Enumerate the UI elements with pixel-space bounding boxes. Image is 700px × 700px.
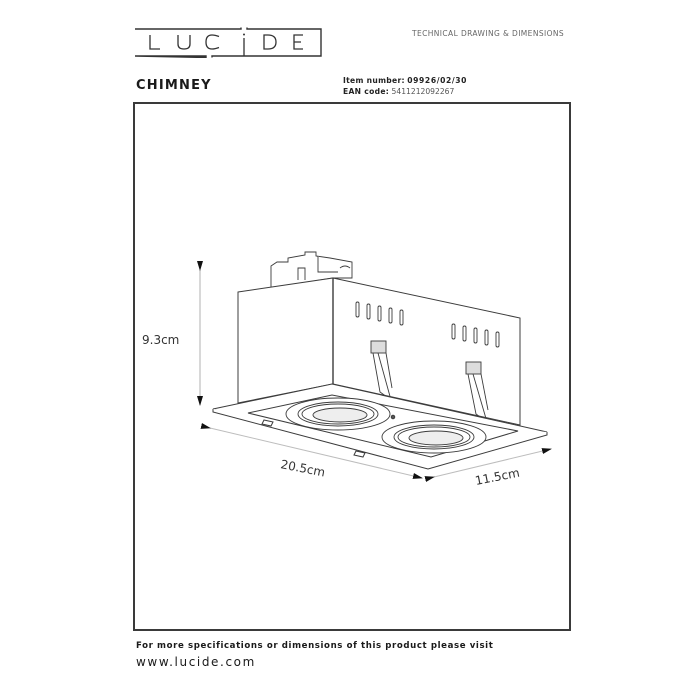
driver-block-icon xyxy=(270,251,353,289)
length-label: 20.5cm xyxy=(279,457,326,479)
brand-logo: L xyxy=(134,27,322,58)
ean-label: EAN code: xyxy=(343,87,390,96)
ean-row: EAN code: 5411212092267 xyxy=(343,86,467,97)
website-link[interactable]: www.lucide.com xyxy=(136,655,256,669)
item-number-label: Item number: xyxy=(343,76,405,85)
footer-info-text: For more specifications or dimensions of… xyxy=(136,641,494,651)
spotlight-left-icon xyxy=(285,397,396,431)
width-label: 11.5cm xyxy=(474,466,521,488)
spotlight-right-icon xyxy=(381,420,487,454)
product-name: CHIMNEY xyxy=(136,78,212,93)
vent-slots-left xyxy=(355,301,404,326)
item-number-value: 09926/02/30 xyxy=(407,76,467,85)
lucide-logo-icon: L xyxy=(134,27,322,58)
ean-value: 5411212092267 xyxy=(391,87,455,96)
height-label: 9.3cm xyxy=(142,333,179,347)
height-dimension: 9.3cm xyxy=(142,261,203,406)
item-number-row: Item number: 09926/02/30 xyxy=(343,75,467,86)
document-type-label: TECHNICAL DRAWING & DIMENSIONS xyxy=(412,29,565,38)
product-meta: Item number: 09926/02/30 EAN code: 54112… xyxy=(343,75,467,97)
drawing-frame xyxy=(133,102,571,631)
vent-slots-right xyxy=(451,323,500,348)
